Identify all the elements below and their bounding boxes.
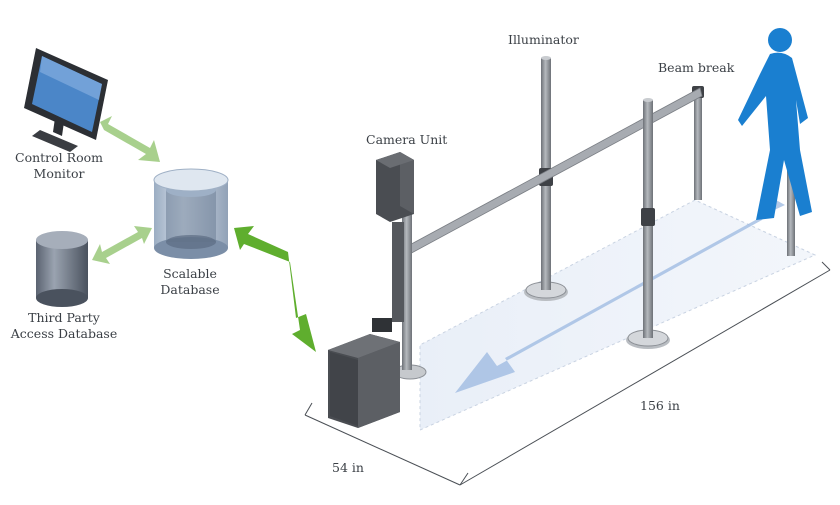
camera-unit-icon — [376, 152, 427, 380]
link-arrow-monitor-db — [100, 116, 160, 162]
scalable-database-icon — [153, 168, 229, 259]
beam-break-post — [787, 148, 795, 256]
far-pole — [694, 92, 702, 200]
dimension-width-label: 54 in — [332, 460, 364, 475]
third-party-db-label: Third Party Access Database — [4, 310, 124, 342]
scalable-db-label: Scalable Database — [150, 266, 230, 298]
walkway-floor — [419, 199, 817, 431]
control-room-monitor-label: Control Room Monitor — [4, 150, 114, 182]
monitor-icon — [24, 48, 108, 152]
third-party-db-label-line2: Access Database — [10, 326, 118, 341]
control-room-monitor-label-line1: Control Room — [15, 150, 103, 165]
person-silhouette — [738, 28, 812, 220]
dimension-length-label: 156 in — [640, 398, 680, 413]
dimension-lines — [304, 261, 831, 486]
scalable-db-label-line2: Database — [160, 282, 220, 297]
beam-break-label: Beam break — [658, 60, 735, 75]
control-cabinet — [328, 318, 400, 428]
third-party-db-label-line1: Third Party — [28, 310, 100, 325]
control-room-monitor-label-line2: Monitor — [33, 166, 85, 181]
scalable-db-label-line1: Scalable — [163, 266, 217, 281]
beam-break-pole — [626, 98, 670, 349]
link-arrow-thirdparty-db — [92, 226, 152, 264]
third-party-database-icon — [36, 231, 88, 307]
link-arrow-db-camera — [234, 226, 316, 352]
illuminator-label: Illuminator — [508, 32, 579, 47]
camera-unit-label: Camera Unit — [366, 132, 448, 147]
walk-direction-arrow — [455, 200, 785, 393]
